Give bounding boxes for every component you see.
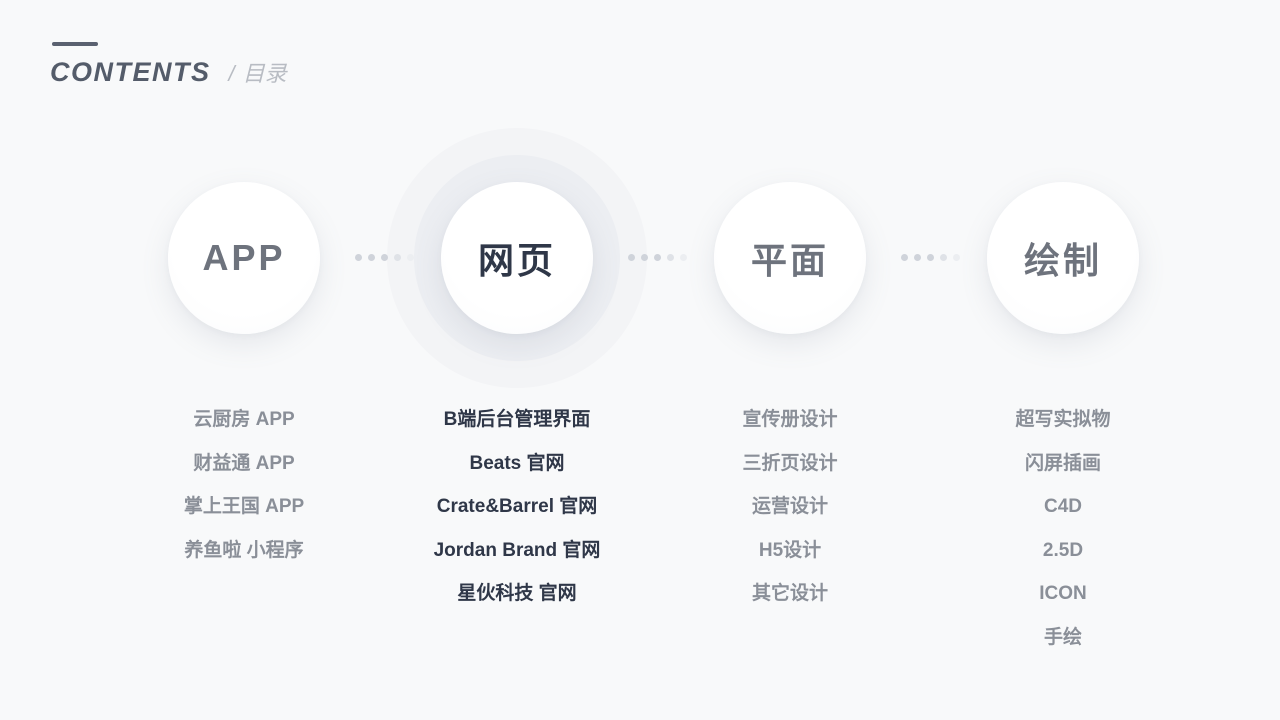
column-web: B端后台管理界面 Beats 官网 Crate&Barrel 官网 Jordan… [397,405,637,623]
dot [355,254,362,261]
connector-dots [355,254,414,261]
dot [914,254,921,261]
list-item: 云厨房 APP [193,409,295,430]
list-item: ICON [1039,583,1087,605]
connector-dots [901,254,960,261]
title-separator: / [228,61,235,86]
column-graphic: 宣传册设计 三折页设计 运营设计 H5设计 其它设计 [670,405,910,623]
connector-dots [628,254,687,261]
list-item: 财益通 APP [193,452,295,474]
column-app: 云厨房 APP 财益通 APP 掌上王国 APP 养鱼啦 小程序 [124,405,364,579]
dot [641,254,648,261]
dot [953,254,960,261]
dot [394,254,401,261]
node-label: 绘制 [1023,240,1102,281]
dot [927,254,934,261]
list-item: 手绘 [1043,626,1082,648]
dot [940,254,947,261]
list-item: 养鱼啦 小程序 [184,539,304,561]
node-drawing[interactable]: 绘制 [987,182,1139,334]
title-chinese: 目录 [242,61,287,86]
list-item: Crate&Barrel 官网 [436,496,598,518]
node-graphic[interactable]: 平面 [714,182,866,334]
list-item: C4D [1043,496,1082,518]
node-web[interactable]: 网页 [441,182,593,334]
list-item: Beats 官网 [469,452,565,474]
list-item: 其它设计 [751,583,828,605]
page-title: CONTENTS / 目录 [50,56,287,88]
title-english: CONTENTS [50,57,211,87]
dot [368,254,375,261]
list-item: 星伙科技 官网 [457,583,577,605]
list-item: 宣传册设计 [742,409,838,430]
dot [381,254,388,261]
list-item: 2.5D [1042,539,1084,561]
list-item: 闪屏插画 [1024,452,1101,474]
list-item: Jordan Brand 官网 [433,539,601,561]
column-drawing: 超写实拟物 闪屏插画 C4D 2.5D ICON 手绘 [943,405,1183,667]
list-item: 三折页设计 [742,452,838,474]
dot [901,254,908,261]
list-item: 超写实拟物 [1015,409,1111,430]
dot [667,254,674,261]
dot [680,254,687,261]
node-label: APP [202,237,286,278]
node-label: 平面 [750,240,829,281]
list-item: B端后台管理界面 [443,409,591,430]
title-accent-bar [52,42,98,46]
dot [628,254,635,261]
dot [654,254,661,261]
list-item: 掌上王国 APP [183,496,305,518]
node-label: 网页 [477,240,556,281]
list-item: 运营设计 [751,496,828,518]
list-item: H5设计 [758,539,822,561]
node-app[interactable]: APP [168,182,320,334]
dot [407,254,414,261]
